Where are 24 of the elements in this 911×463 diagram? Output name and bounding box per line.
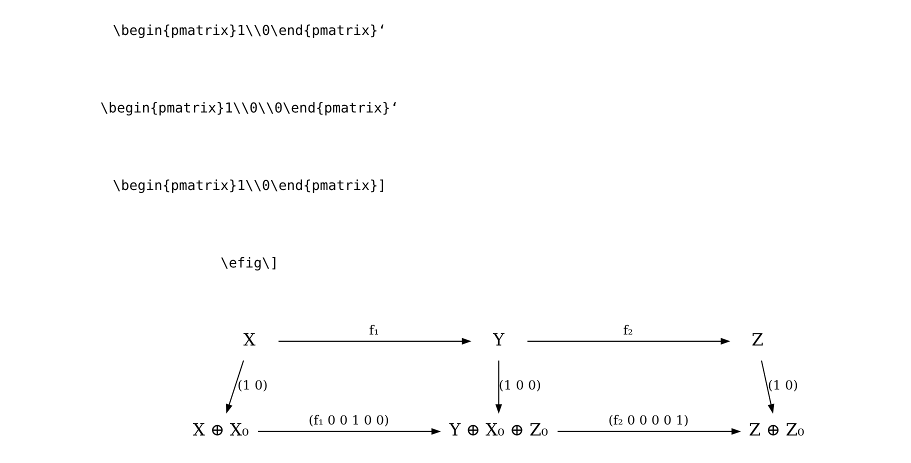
edge-label: (f₁ 0 0 1 0 0) [308, 412, 390, 428]
arrow [527, 338, 730, 345]
edge-label: (1 0) [768, 378, 798, 393]
edge-label: (1 0 0) [498, 378, 542, 393]
node-text: Y [493, 330, 504, 350]
arrow [278, 338, 472, 345]
edge-label: (f₂ 0 0 0 0 1) [608, 412, 689, 428]
node-text: Z [752, 330, 764, 350]
arrow [558, 428, 742, 435]
node-text: Y ⊕ X₀ ⊕ Z₀ [449, 420, 548, 440]
label: \begin{pmatrix}1\\0\end{pmatrix}] [112, 178, 386, 194]
arrow [226, 360, 244, 414]
node-text: X ⊕ X₀ [192, 420, 249, 440]
label: \begin{pmatrix}1\\0\\0\end{pmatrix}‘ [100, 100, 399, 117]
label: \begin{pmatrix}1\\0\end{pmatrix}‘ [112, 23, 386, 40]
edge-label: f₁ [369, 322, 379, 338]
arrow [258, 428, 442, 435]
arrow [495, 360, 502, 414]
label: \efig\] [220, 255, 278, 272]
edge-label: f₂ [623, 322, 634, 338]
node-text: Z ⊕ Z₀ [748, 420, 804, 440]
node-text: X [243, 330, 256, 350]
edge-label: (1 0) [238, 378, 268, 393]
arrow [760, 360, 774, 414]
